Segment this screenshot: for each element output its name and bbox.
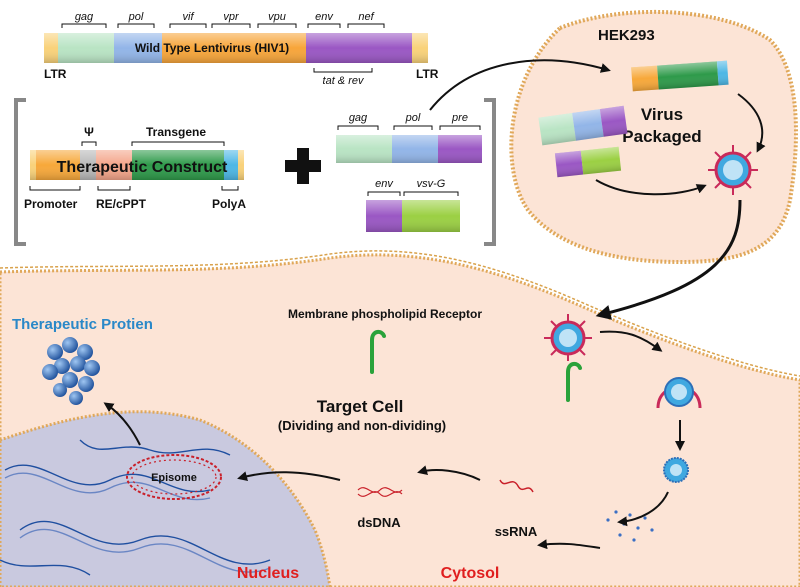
virus-particle-binding [544,314,592,361]
packaging-env-label: env [375,178,394,190]
nucleus [0,410,332,587]
receptor-bound [566,361,582,402]
virus-packaged-line2: Packaged [622,127,701,146]
therapeutic-protein-cluster [42,337,100,405]
ssrna-strand [499,479,534,493]
virus-packaged-line1: Virus [641,105,683,124]
gene-tat-rev: tat & rev [323,75,365,87]
packaging-bracket-right [484,98,496,246]
packaging-plasmid-env-vsvg [366,200,460,232]
dsdna-label: dsDNA [357,515,401,530]
transgene-label: Transgene [146,125,206,139]
lentivirus-gene-labels: gag pol vif vpr vpu env nef tat & rev [75,11,375,87]
transfection-arrows [429,59,766,320]
packaging-vsvg-label: vsv-G [417,178,446,190]
plus-icon [285,148,321,184]
chromosomal-dna [0,439,271,576]
hek-virus-particle [708,145,758,195]
packaging-gag-label: gag [349,112,368,124]
packaging-pol-label: pol [405,112,421,124]
ltr-left-label: LTR [44,67,67,81]
packaging-plasmid-gag-pol-pre [336,135,482,163]
released-rna-dots [606,510,654,542]
lentivirus-gene-brackets [61,23,385,73]
ssrna-label: ssRNA [495,524,538,539]
virus-particle-uncoating [663,457,689,483]
target-cell-sub-label: (Dividing and non-dividing) [278,418,446,433]
gene-pol: pol [128,11,144,23]
hek293-title: HEK293 [598,27,655,44]
construct-title: Therapeutic Construct [57,159,228,176]
hek-plasmid-gag-pol [538,105,628,146]
cytosol-label: Cytosol [441,565,500,582]
dsdna-strand [357,487,403,497]
packaging-pre-label: pre [451,112,468,124]
therapeutic-protein-label: Therapeutic Protien [12,316,153,333]
gene-vpr: vpr [223,11,240,23]
target-cell-label: Target Cell [317,397,404,416]
gene-env: env [315,11,334,23]
episome-label: Episome [151,472,197,484]
membrane-receptor [370,329,386,374]
construct-bracket-left [14,98,26,246]
gene-gag: gag [75,11,94,23]
hek-plasmid-env [554,146,622,178]
construct-brackets [29,141,239,191]
re-cppt-label: RE/cPPT [96,197,147,211]
therapeutic-construct: Therapeutic Construct [30,150,244,180]
gene-vpu: vpu [268,11,286,23]
hek-plasmid-construct [631,60,729,92]
nucleus-label: Nucleus [237,565,299,582]
polya-label: PolyA [212,197,246,211]
packaging-brackets [337,125,481,196]
ltr-right-label: LTR [416,67,439,81]
wild-type-lentivirus: Wild Type Lentivirus (HIV1) [44,33,428,63]
gene-vif: vif [183,11,195,23]
receptor-label: Membrane phospholipid Receptor [288,307,482,321]
episome: Episome [126,454,222,500]
lentivirus-title: Wild Type Lentivirus (HIV1) [135,41,289,55]
promoter-label: Promoter [24,197,78,211]
psi-label: Ψ [84,125,94,139]
virus-particle-endocytosis [656,377,702,409]
gene-nef: nef [358,11,374,23]
pathway-arrows [103,330,685,550]
